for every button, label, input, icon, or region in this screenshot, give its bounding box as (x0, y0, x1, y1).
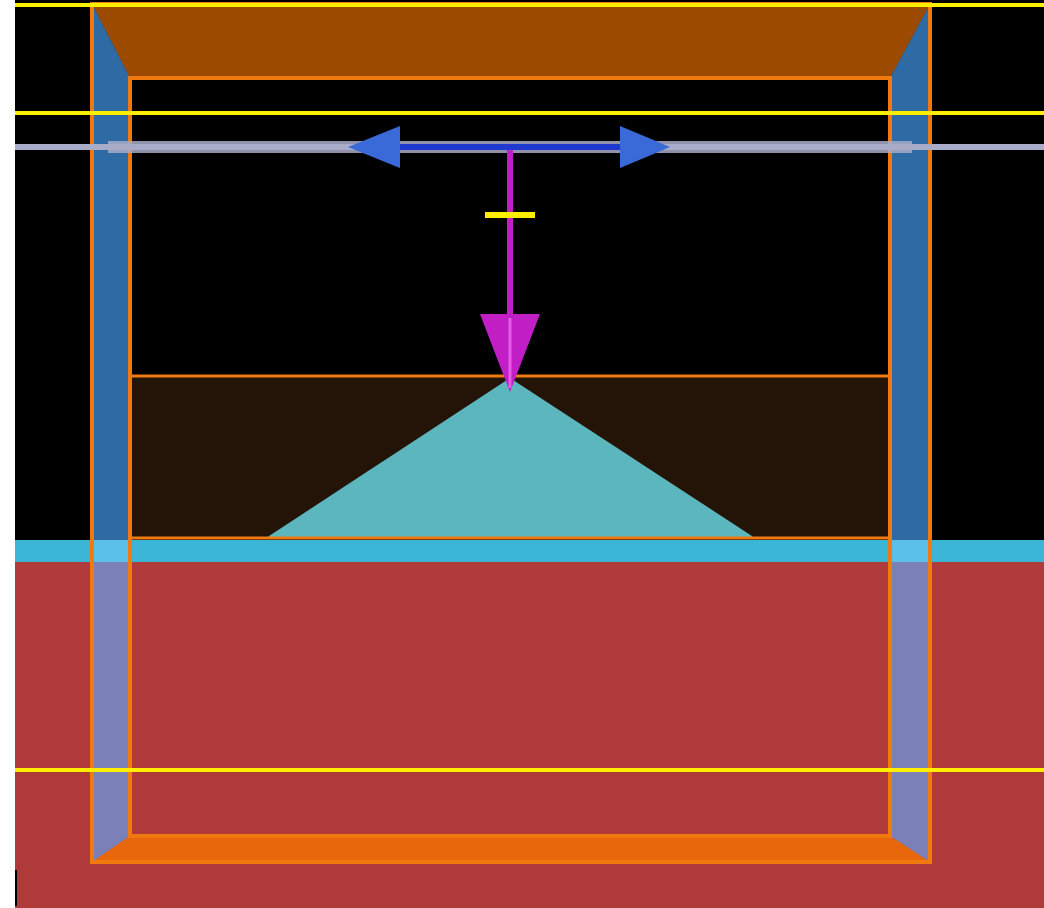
left-post-lower (92, 562, 130, 862)
pile-mound (266, 378, 755, 538)
frame-top-face (92, 4, 930, 78)
left-post-upper (92, 4, 130, 540)
left-post-band (92, 540, 130, 562)
right-post-band (890, 540, 930, 562)
arrow-right-icon[interactable] (620, 126, 670, 168)
ground-surface-band (15, 540, 1044, 562)
right-post-upper (890, 4, 930, 540)
arrow-left-icon[interactable] (348, 126, 400, 168)
right-post-lower (890, 562, 930, 862)
text-cursor (15, 870, 17, 906)
frame-inner-outline (128, 76, 892, 838)
frame-bottom-face (92, 836, 930, 862)
left-margin-strip (0, 0, 15, 908)
